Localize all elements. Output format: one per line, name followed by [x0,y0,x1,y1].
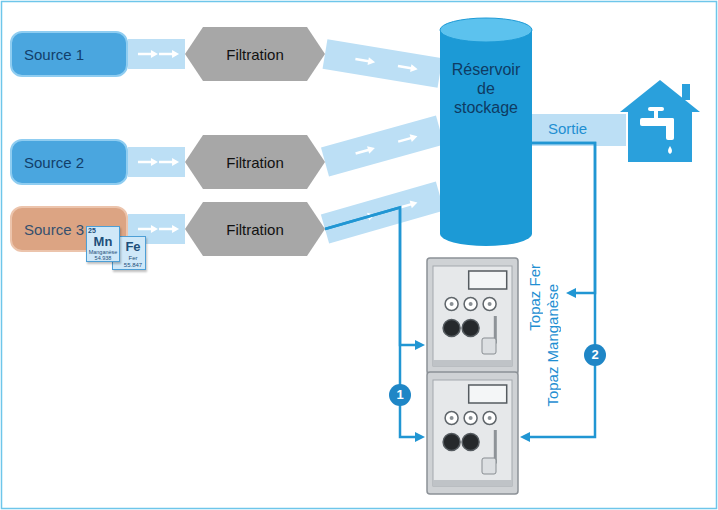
flow-band [128,225,185,233]
analyzer-unit: Topaz Manganèse [425,372,520,498]
filtration-label: Filtration [226,46,284,63]
callout-number: 1 [389,384,411,406]
outlet-band [532,114,626,146]
house-tap-icon [620,80,700,162]
flow-band [128,50,185,58]
element-symbol: Mn [86,235,120,248]
storage-tank: Réservoir de stockage [440,18,532,246]
element-name: Fer [120,255,146,261]
flow-band [325,130,440,162]
source-box: Source 1 [10,31,128,77]
atomic-mass: 55.847 [120,262,146,268]
analyzer-label: Topaz Fer [526,264,544,331]
analyzer-unit-shape [425,372,520,498]
source-box: Source 2 [10,139,128,185]
atomic-mass: 54.938 [86,256,120,262]
source-label: Source 3 [24,221,84,238]
callout-number: 2 [584,344,606,366]
flow-band [128,158,185,166]
atomic-number: 25 [88,227,96,234]
storage-tank-shape [440,18,532,246]
analyzer-unit-shape [425,258,520,378]
analyzer-label: Topaz Manganèse [544,284,562,407]
filtration-hexagon: Filtration [185,27,325,81]
filtration-label: Filtration [226,154,284,171]
outlet-label: Sortie [548,121,587,136]
filtration-hexagon: Filtration [185,202,325,256]
sample-line [325,207,425,442]
filtration-hexagon: Filtration [185,135,325,189]
tank-label: Réservoir de stockage [446,60,526,118]
filtration-label: Filtration [226,221,284,238]
source-label: Source 2 [24,154,84,171]
element-name: Manganèse [86,250,120,256]
element-symbol: Fe [120,240,146,253]
analyzer-unit: Topaz Fer [425,258,520,378]
flow-band [325,54,440,73]
sample-line [325,207,425,350]
source-label: Source 1 [24,46,84,63]
